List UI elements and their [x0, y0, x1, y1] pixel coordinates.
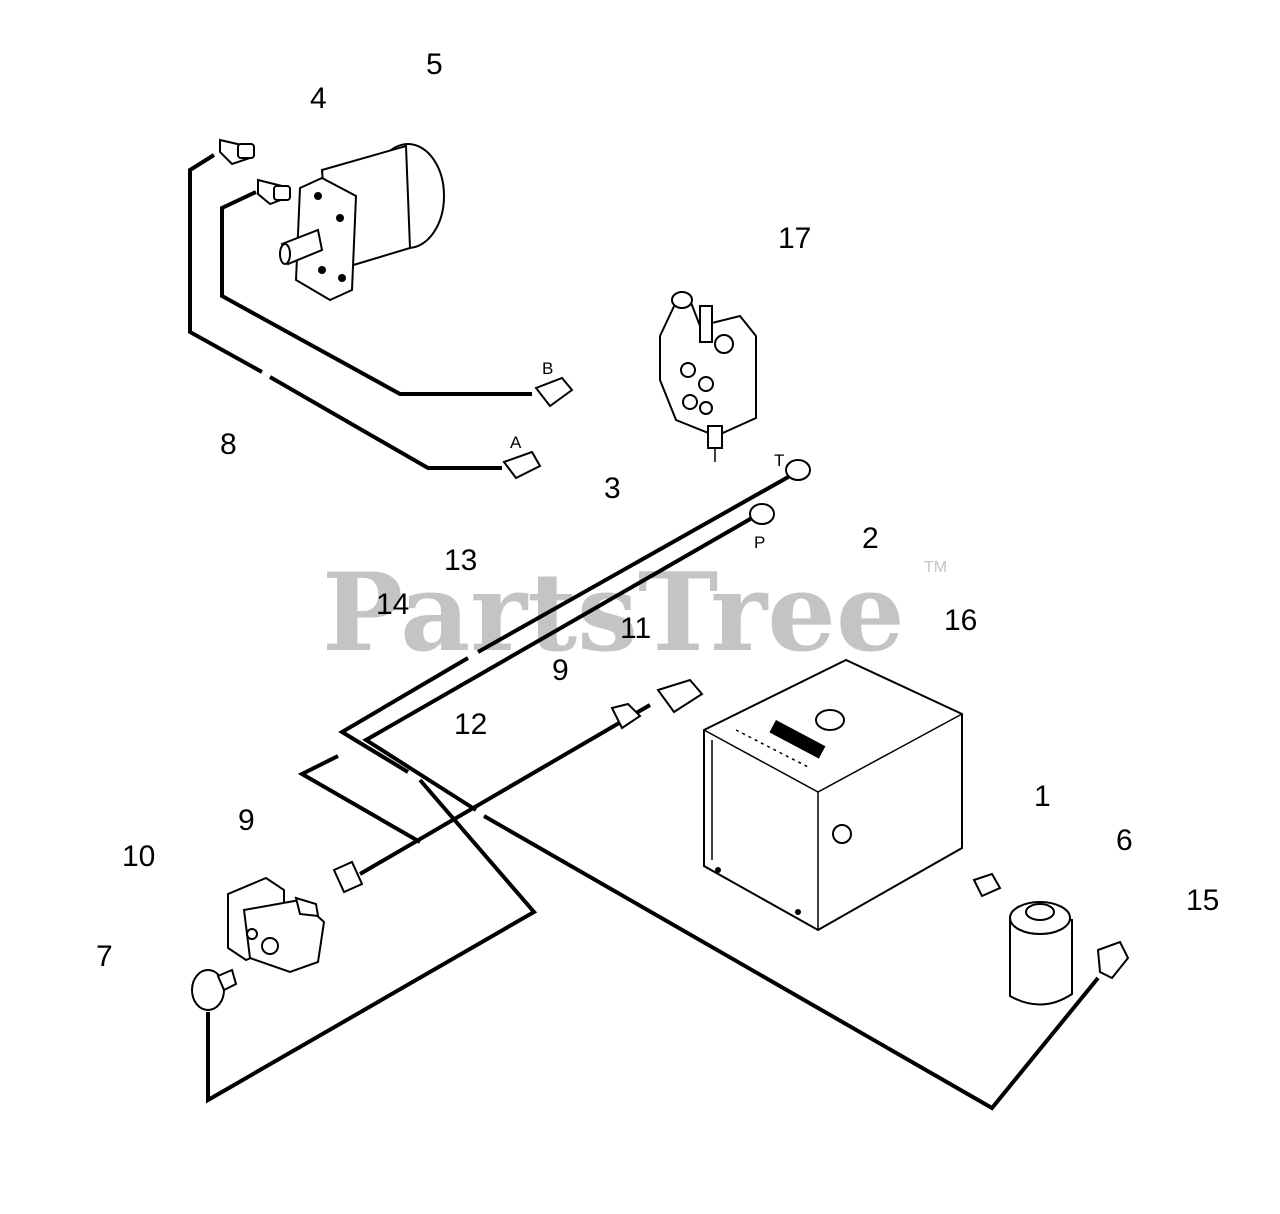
hose-12: [297, 754, 421, 844]
callout-7: 7: [96, 940, 113, 973]
watermark: PartsTree: [322, 550, 905, 676]
hose-8-outer-lower: [269, 375, 502, 470]
callout-15: 15: [1186, 884, 1219, 917]
callout-10: 10: [122, 840, 155, 873]
port-label-b: B: [542, 359, 553, 378]
port-label-t: T: [774, 451, 784, 470]
callout-6: 6: [1116, 824, 1133, 857]
oil-filter-icon: [1009, 901, 1073, 1006]
hydraulic-pump-icon: [227, 860, 364, 974]
watermark-trademark: TM: [924, 559, 947, 576]
elbow-fitting-7-icon: [191, 968, 238, 1011]
callout-5: 5: [426, 48, 443, 81]
port-label-p: P: [754, 533, 765, 552]
callout-11: 11: [620, 612, 651, 645]
hose-13-lower: [338, 656, 470, 774]
callout-9-lower: 9: [238, 804, 255, 837]
port-b-fitting-icon: [534, 376, 574, 408]
callout-17: 17: [778, 222, 811, 255]
callout-3: 3: [604, 472, 621, 505]
callout-16: 16: [944, 604, 977, 637]
hose-11: [358, 703, 652, 876]
hose-13: [477, 474, 791, 654]
hose-8-outer: [188, 153, 263, 374]
port-t-fitting-icon: [785, 459, 811, 481]
callout-8: 8: [220, 428, 237, 461]
port-a-fitting-icon: [502, 450, 542, 480]
callout-2: 2: [862, 522, 879, 555]
callout-13: 13: [444, 544, 477, 577]
callout-9-upper: 9: [552, 654, 569, 687]
hydraulic-tank-icon: [703, 658, 963, 932]
hose-13-end: [206, 778, 538, 1104]
hose-14-lower: [483, 814, 1100, 1111]
hose-inner-b: [220, 190, 532, 396]
port-label-a: A: [510, 433, 522, 452]
control-valve-icon: [659, 291, 757, 462]
filter-fitting-icon: [972, 872, 1002, 898]
hydraulic-motor-icon: [279, 143, 445, 302]
hose-11-fitting-icon: [610, 678, 704, 730]
port-p-fitting-icon: [749, 503, 775, 525]
callout-4: 4: [310, 82, 327, 115]
elbow-fitting-15-icon: [1096, 940, 1130, 980]
motor-fitting-upper-icon: [219, 138, 255, 166]
hose-14: [362, 516, 753, 812]
callout-12: 12: [454, 708, 487, 741]
callout-1: 1: [1034, 780, 1051, 813]
callout-14: 14: [376, 588, 409, 621]
motor-fitting-lower-icon: [257, 178, 291, 206]
